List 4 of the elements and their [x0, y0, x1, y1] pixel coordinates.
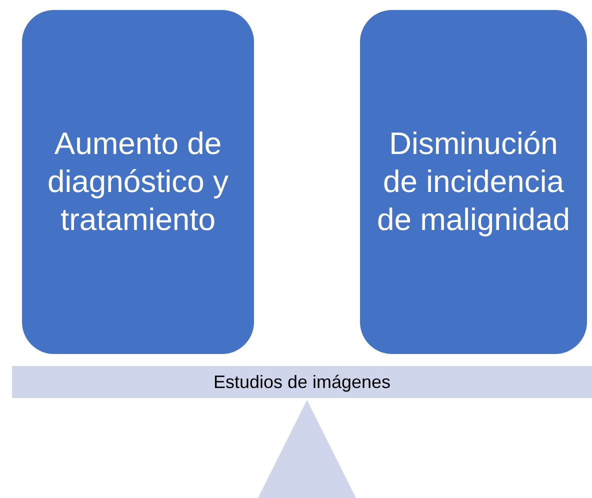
fulcrum-triangle	[258, 400, 356, 498]
beam-bar: Estudios de imágenes	[12, 366, 592, 398]
rounded-box: Aumento de diagnóstico y tratamiento	[22, 10, 254, 354]
rounded-box: Disminución de incidencia de malignidad	[360, 10, 587, 354]
